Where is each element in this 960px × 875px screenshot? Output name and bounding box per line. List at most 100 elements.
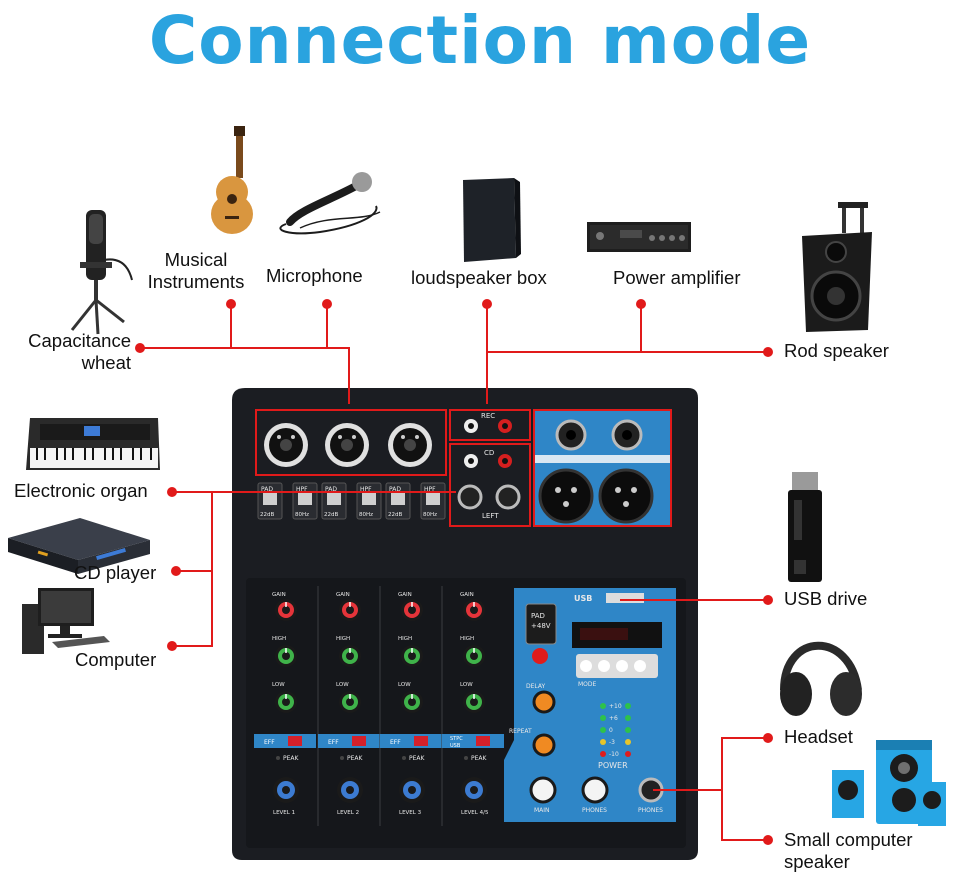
gain-label: GAIN [460,592,474,598]
switch-label: PAD [389,486,401,493]
usb-drive-icon [788,472,822,582]
pad48-label-1: PAD [531,612,545,620]
meter-label: +10 [609,703,622,710]
peak-label: PEAK [471,755,488,762]
low-eq-knob[interactable] [463,691,485,713]
usb-label: USB [574,594,592,603]
switch-value: 22dB [388,512,402,518]
stpc-usb-label-2: USB [450,743,461,749]
gain-knob[interactable] [339,599,361,621]
power-amplifier-label: Power amplifier [613,267,741,288]
small-speaker-line1: Small computer [784,829,913,850]
high-eq-knob[interactable] [275,645,297,667]
switch-button[interactable]: PAD 22dB [257,482,283,520]
phones-jack-label: PHONES [638,807,663,814]
main-label: MAIN [534,807,550,814]
eff-label: EFF [264,739,275,746]
computer-label: Computer [75,649,157,670]
musical-label-line1: Musical [164,249,228,270]
media-player-module [525,593,664,804]
gain-label: GAIN [336,592,350,598]
eff-label: EFF [328,739,339,746]
small-computer-speaker-label: Small computer speaker [784,829,913,873]
switch-label: HPF [296,486,308,493]
low-eq-knob[interactable] [339,691,361,713]
rod-speaker-icon [802,202,872,332]
capacitance-wheat-label: Capacitance wheat [10,330,131,374]
phones-knob-label: PHONES [582,807,607,814]
electronic-organ-label: Electronic organ [14,480,148,501]
high-label: HIGH [272,636,286,642]
power-label: POWER [598,761,628,770]
level-knob[interactable] [337,777,363,803]
level-label: LEVEL 4/5 [461,810,489,816]
xlr-combo-input [325,423,369,467]
cd-label: CD [484,449,494,457]
high-label: HIGH [460,636,474,642]
high-eq-knob[interactable] [339,645,361,667]
gain-knob[interactable] [275,599,297,621]
high-eq-knob[interactable] [463,645,485,667]
xlr-combo-input [388,423,432,467]
main-out-jacks [538,419,654,524]
level-knob[interactable] [399,777,425,803]
switch-button[interactable]: PAD 22dB [385,482,411,520]
switch-value: 22dB [260,512,274,518]
delay-label: DELAY [526,683,546,690]
cd-player-label: CD player [74,562,157,583]
meter-label: +6 [609,715,618,722]
gain-label: GAIN [398,592,412,598]
mode-label: MODE [578,681,597,688]
low-label: LOW [398,682,411,688]
switch-label: PAD [325,486,337,493]
computer-speakers-icon [832,740,946,826]
switch-label: HPF [360,486,372,493]
meter-label: 0 [609,727,613,734]
wire-endpoints [135,299,773,845]
level-knob[interactable] [461,777,487,803]
keyboard-icon [26,418,160,470]
low-eq-knob[interactable] [401,691,423,713]
switch-value: 80Hz [423,512,437,518]
switch-button[interactable]: HPF 80Hz [292,482,318,520]
level-label: LEVEL 3 [399,810,422,816]
handheld-microphone-icon [279,172,381,235]
high-label: HIGH [398,636,412,642]
low-label: LOW [272,682,285,688]
meter-label: -3 [609,739,615,746]
musical-instruments-label: Musical Instruments [133,249,259,293]
power-amplifier-icon [587,222,691,252]
level-label: LEVEL 1 [273,810,295,816]
switch-label: PAD [261,486,273,493]
condenser-mic-icon [70,210,133,335]
headset-label: Headset [784,726,853,747]
meter-label: -10 [609,751,619,758]
page-title: Connection mode [148,2,812,79]
gain-knob[interactable] [463,599,485,621]
rec-label: REC [481,412,495,420]
gain-knob[interactable] [401,599,423,621]
stpc-usb-label: STPC [450,736,463,742]
high-eq-knob[interactable] [401,645,423,667]
connection-wires [140,304,768,841]
peak-label: PEAK [347,755,364,762]
peak-label: PEAK [409,755,426,762]
pad48-label-2: +48V [531,622,551,630]
low-eq-knob[interactable] [275,691,297,713]
guitar-icon [211,126,253,234]
peak-label: PEAK [283,755,300,762]
switch-value: 80Hz [295,512,309,518]
rod-speaker-label: Rod speaker [784,340,889,361]
gain-label: GAIN [272,592,286,598]
channel-strip: GAIN HIGH LOW EFF PEAK LEVEL 1 [254,592,316,816]
headset-icon [780,641,862,716]
repeat-label: REPEAT [509,728,532,735]
capacitance-label-line1: Capacitance [28,330,131,351]
small-speaker-line2: speaker [784,851,850,872]
xlr-combo-input [264,423,308,467]
level-knob[interactable] [273,777,299,803]
